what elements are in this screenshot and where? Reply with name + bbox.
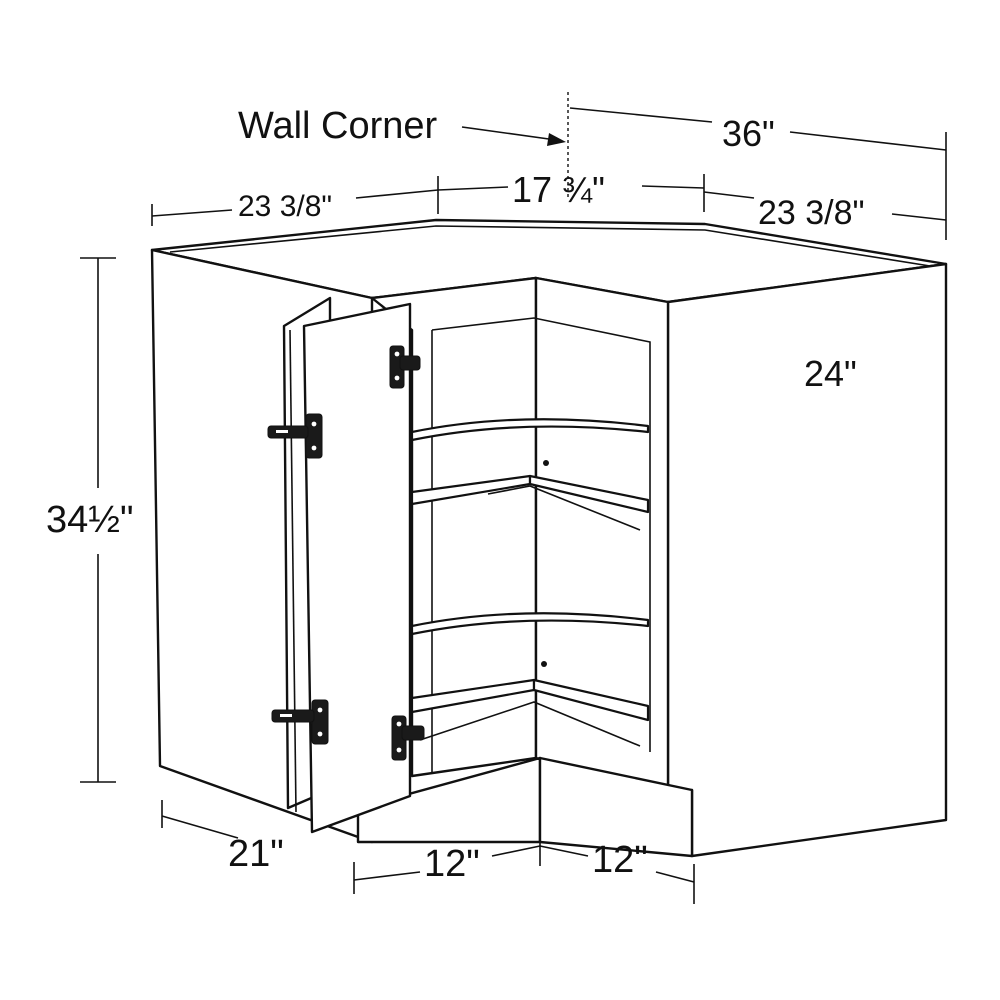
dimension-lines — [80, 92, 947, 904]
lower-shelf-curve — [410, 612, 650, 636]
toe-left-label: 12" — [424, 843, 480, 885]
interior-back-inset — [431, 317, 651, 752]
lazy-susan-lower — [410, 612, 650, 747]
dim-center-line-a — [437, 186, 509, 191]
lazy-susan-upper — [410, 418, 650, 531]
lower-shelf-tray-right — [532, 678, 650, 722]
upper-shelf-curve — [410, 418, 650, 442]
width-total-label: 36" — [722, 113, 775, 154]
hinge-plate — [311, 699, 329, 745]
hinge-arm — [399, 355, 421, 371]
upper-shelf-edge — [487, 485, 641, 531]
lower-shelf-pivot — [541, 661, 547, 667]
door-front-panel — [302, 302, 412, 834]
dim-36-left — [569, 107, 713, 123]
height-label: 34½" — [46, 499, 133, 541]
dim-toe-right-line-a — [539, 845, 589, 857]
depth-left-label: 21" — [228, 833, 284, 875]
right-top-label: 23 3/8" — [758, 194, 865, 232]
dim-36-right — [789, 131, 947, 151]
upper-shelf-tray-right — [528, 474, 650, 514]
cabinet — [150, 218, 948, 858]
hinge-lower-left — [271, 699, 329, 745]
lower-shelf-edge — [419, 701, 641, 747]
toe-right-label: 12" — [592, 839, 648, 881]
wall-corner-arrow — [461, 126, 557, 141]
center-gap-label: 17 ¾" — [512, 169, 605, 210]
dim-21-line — [161, 815, 239, 839]
door-edge — [289, 329, 297, 813]
dim-center-line-b — [641, 185, 705, 189]
dim-right-top-line-a — [703, 191, 755, 199]
hinge-lower-right — [391, 715, 425, 761]
cabinet-top-inner — [169, 225, 931, 267]
dim-toe-left-line-a — [353, 871, 421, 881]
depth-right-label: 24" — [804, 353, 857, 394]
wall-corner-arrowhead — [547, 133, 566, 146]
dim-left-top-line-b — [355, 189, 439, 199]
hinge-arm — [271, 709, 315, 723]
dim-left-top-line-a — [151, 209, 233, 217]
dim-toe-right-line-b — [655, 871, 695, 883]
wall-corner-label: Wall Corner — [238, 105, 438, 147]
hinge-arm — [401, 725, 425, 741]
left-top-label: 23 3/8" — [238, 190, 332, 223]
dim-toe-left-line-b — [491, 845, 541, 857]
dim-right-top-line-b — [891, 213, 947, 221]
hinge-upper-left — [267, 413, 323, 459]
upper-shelf-pivot — [543, 460, 549, 466]
dimension-labels: Wall Corner 36" 23 3/8" 17 ¾" 23 3/8" 24… — [46, 105, 865, 885]
hinge-upper-right — [389, 345, 421, 389]
